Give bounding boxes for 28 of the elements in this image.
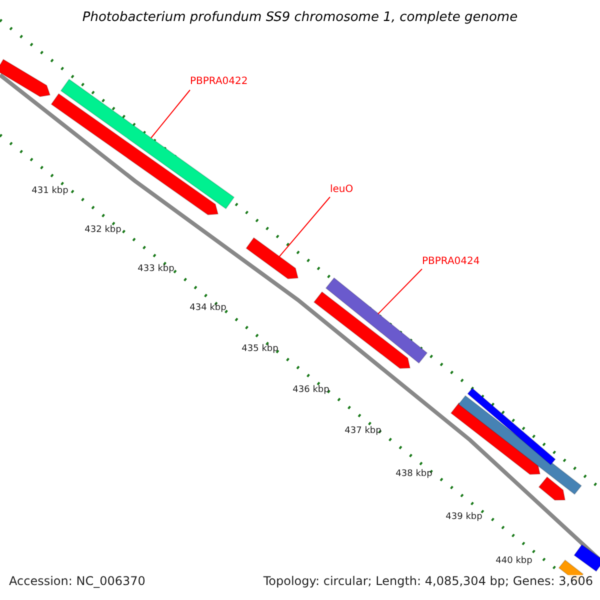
scale-label: 437 kbp	[344, 427, 382, 436]
gene-label: leuO	[330, 185, 354, 195]
scale-label: 431 kbp	[32, 187, 68, 196]
gene-bar	[50, 93, 219, 216]
scale-label: 439 kbp	[446, 513, 482, 522]
diagram-title: Photobacterium profundum SS9 chromosome 1, complete genome	[81, 11, 519, 24]
gene-bar	[574, 544, 600, 572]
accession-text: Accession: NC_006370	[9, 575, 146, 587]
gene-bar	[0, 58, 51, 98]
gene-bar	[538, 476, 566, 501]
gene-bar	[467, 388, 556, 466]
scale-label: 435 kbp	[242, 345, 278, 354]
leader-line	[378, 268, 422, 314]
scale-label: 436 kbp	[292, 386, 330, 395]
gene-bar	[313, 291, 411, 369]
gene-label: PBPRA0424	[422, 257, 480, 267]
gene-label: PBPRA0422	[190, 77, 248, 87]
leader-line	[150, 90, 190, 138]
gene-bar	[458, 395, 582, 495]
leader-line	[278, 196, 330, 258]
scale-label: 438 kbp	[396, 470, 432, 479]
scale-label: 433 kbp	[138, 265, 174, 274]
scale-label: 440 kbp	[496, 557, 532, 566]
scale-label: 434 kbp	[190, 304, 226, 313]
scale-label: 432 kbp	[84, 226, 122, 235]
gene-bar	[325, 277, 428, 364]
genome-summary-text: Topology: circular; Length: 4,085,304 bp; Genes: 3,606	[263, 575, 593, 587]
gene-bar	[246, 237, 299, 280]
